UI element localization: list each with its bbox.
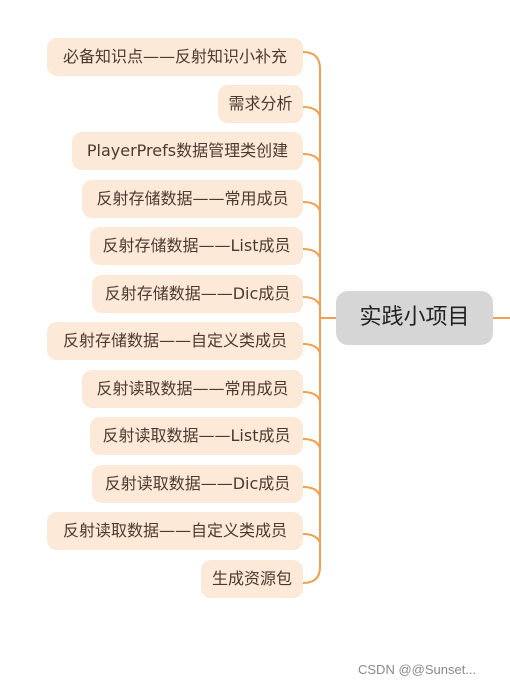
connector-branch-3 xyxy=(302,201,321,212)
branch-load-list-members[interactable]: 反射读取数据——List成员 xyxy=(90,417,303,455)
watermark: CSDN @@Sunset... xyxy=(358,662,477,677)
connector-branch-6 xyxy=(302,343,321,354)
connector-branch-10 xyxy=(302,533,321,544)
branch-load-common-members[interactable]: 反射读取数据——常用成员 xyxy=(82,370,303,408)
branch-requirement-analysis[interactable]: 需求分析 xyxy=(218,85,303,123)
branch-load-custom-class-members[interactable]: 反射读取数据——自定义类成员 xyxy=(47,512,303,550)
connector-branch-4 xyxy=(302,248,321,259)
branch-reflection-basics[interactable]: 必备知识点——反射知识小补充 xyxy=(47,38,303,76)
branch-playerprefs-manager[interactable]: PlayerPrefs数据管理类创建 xyxy=(72,132,303,170)
branch-load-dic-members[interactable]: 反射读取数据——Dic成员 xyxy=(92,465,303,503)
branch-save-list-members[interactable]: 反射存储数据——List成员 xyxy=(90,227,303,265)
connector-branch-1 xyxy=(302,106,321,117)
connector-branch-7 xyxy=(302,391,321,402)
branch-build-assetbundle[interactable]: 生成资源包 xyxy=(201,560,303,598)
connector-spine xyxy=(302,51,321,584)
branch-save-custom-class-members[interactable]: 反射存储数据——自定义类成员 xyxy=(47,322,303,360)
connector-branch-8 xyxy=(302,438,321,449)
connector-branch-9 xyxy=(302,486,321,497)
branch-save-common-members[interactable]: 反射存储数据——常用成员 xyxy=(82,180,303,218)
connector-branch-5 xyxy=(302,296,321,307)
central-topic[interactable]: 实践小项目 xyxy=(336,291,493,345)
connector-branch-2 xyxy=(302,153,321,164)
branch-save-dic-members[interactable]: 反射存储数据——Dic成员 xyxy=(92,275,303,313)
